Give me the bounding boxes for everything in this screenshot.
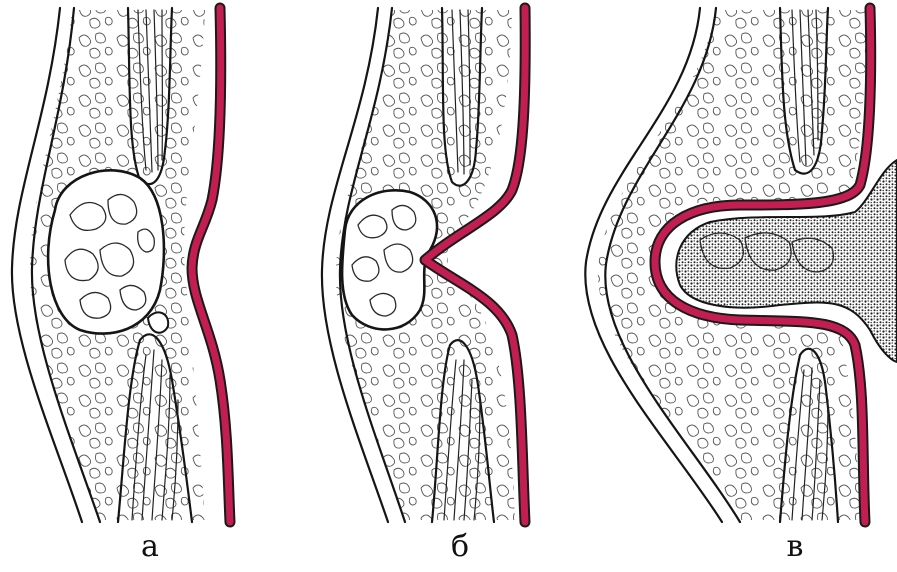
panel-a-preperitoneal-lipoma	[12, 8, 230, 522]
panel-label-b: б	[440, 530, 480, 564]
panel-b-peritoneal-funnel	[322, 8, 525, 522]
lipoma-mass-a	[48, 170, 168, 333]
panel-v-hernia-sac-with-bowel	[585, 8, 897, 522]
panel-label-a: а	[130, 530, 170, 564]
panel-label-v: в	[775, 530, 815, 564]
